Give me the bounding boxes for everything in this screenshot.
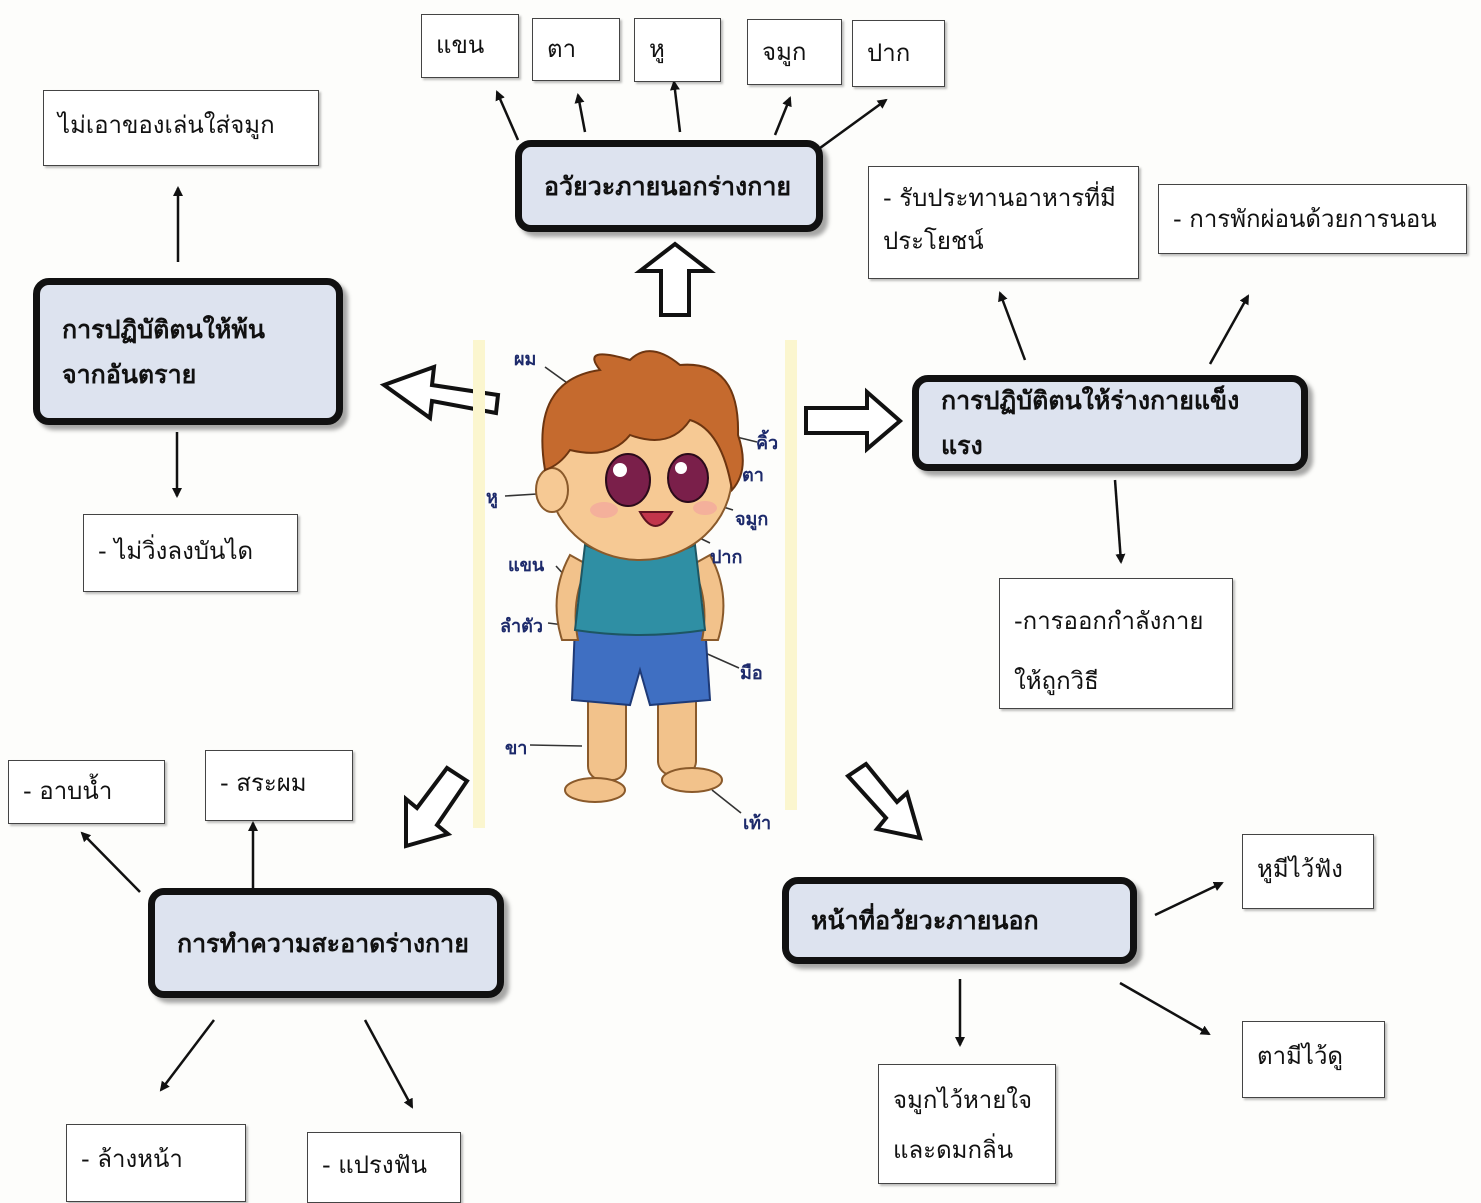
arrow-to-eye-func — [1119, 981, 1211, 1036]
leader-hand — [702, 651, 740, 669]
figure-label-arm: แขน — [508, 555, 545, 576]
health-box-food: - รับประทานอาหารที่มี ประโยชน์ — [868, 166, 1139, 279]
block-arrow-down-right — [844, 761, 923, 841]
figure-glow-right — [785, 340, 797, 810]
func-box-ear: หูมีไว้ฟัง — [1242, 834, 1374, 909]
hub-organ-functions: หน้าที่อวัยวะภายนอก — [782, 877, 1137, 964]
part-box-arm: แขน — [421, 14, 519, 78]
func-box-eye: ตามีไว้ดู — [1242, 1021, 1385, 1098]
leader-leg — [529, 744, 583, 747]
block-arrow-right — [804, 387, 904, 454]
safety-box-no-toy-in-nose: ไม่เอาของเล่นใส่จมูก — [43, 90, 319, 166]
health-box-exercise: -การออกกำลังกาย ให้ถูกวิธี — [999, 578, 1233, 709]
health-exercise-line-1: -การออกกำลังกาย — [1014, 607, 1204, 635]
figure-label-eye: ตา — [742, 465, 764, 486]
arrow-to-rest — [1208, 294, 1250, 365]
arrow-to-exercise — [1113, 479, 1126, 564]
figure-glow-left — [473, 340, 485, 828]
arrow-to-ear-func — [1154, 881, 1224, 917]
clean-box-face: - ล้างหน้า — [66, 1124, 246, 1202]
health-food-line-2: ประโยชน์ — [883, 227, 984, 256]
block-arrow-left — [379, 364, 501, 422]
arrow-to-ear — [669, 80, 682, 133]
arrow-to-eye — [574, 93, 587, 133]
clean-box-hair: - สระผม — [205, 750, 353, 821]
hub-external-organs: อวัยวะภายนอกร่างกาย — [515, 140, 823, 232]
part-box-eye: ตา — [532, 18, 620, 81]
boy-illustration — [535, 350, 744, 803]
block-arrow-up — [634, 241, 716, 317]
arrow-to-mouth — [819, 98, 888, 150]
figure-label-hair: ผม — [514, 349, 537, 370]
clean-box-teeth: - แปรงฟัน — [307, 1132, 461, 1203]
health-box-rest: - การพักผ่อนด้วยการนอน — [1158, 184, 1467, 254]
figure-label-ear: หู — [486, 487, 498, 508]
arrow-to-face — [159, 1019, 215, 1092]
health-exercise-line-2: ให้ถูกวิธี — [1014, 667, 1099, 695]
hub-healthy-body: การปฏิบัติตนให้ร่างกายแข็งแรง — [912, 375, 1308, 471]
hub-cleaning: การทำความสะอาดร่างกาย — [148, 888, 504, 998]
func-box-nose: จมูกไว้หายใจ และดมกลิ่น — [878, 1064, 1056, 1184]
part-box-mouth: ปาก — [852, 20, 945, 87]
figure-label-foot: เท้า — [743, 813, 772, 834]
hub-safety: การปฏิบัติตนให้พ้นจากอันตราย — [33, 278, 343, 425]
hub-safety-label: การปฏิบัติตนให้พ้นจากอันตราย — [62, 314, 265, 389]
figure-label-hand: มือ — [740, 663, 763, 684]
figure-label-leg: ขา — [505, 738, 528, 759]
part-box-ear: หู — [634, 18, 721, 82]
figure-label-nose: จมูก — [735, 509, 769, 530]
figure-label-eyebrow: คิ้ว — [756, 433, 779, 454]
arrow-to-bath — [80, 831, 141, 893]
figure-label-mouth: ปาก — [710, 547, 743, 568]
arrow-to-nose — [773, 96, 792, 136]
func-nose-line-1: จมูกไว้หายใจ — [893, 1086, 1033, 1114]
leader-foot — [711, 789, 742, 814]
part-box-nose: จมูก — [747, 19, 842, 85]
leader-ear — [504, 493, 538, 497]
safety-box-no-running-stairs: - ไม่วิ่งลงบันได — [83, 514, 298, 592]
clean-box-bath: - อาบน้ำ — [8, 760, 165, 824]
arrow-to-teeth — [363, 1019, 414, 1109]
arrow-to-arm — [495, 90, 520, 141]
figure-label-torso: ลำตัว — [500, 616, 543, 637]
arrow-to-food — [998, 291, 1027, 361]
block-arrow-down-left — [404, 765, 470, 849]
func-nose-line-2: และดมกลิ่น — [893, 1136, 1014, 1165]
health-food-line-1: - รับประทานอาหารที่มี — [883, 184, 1116, 212]
